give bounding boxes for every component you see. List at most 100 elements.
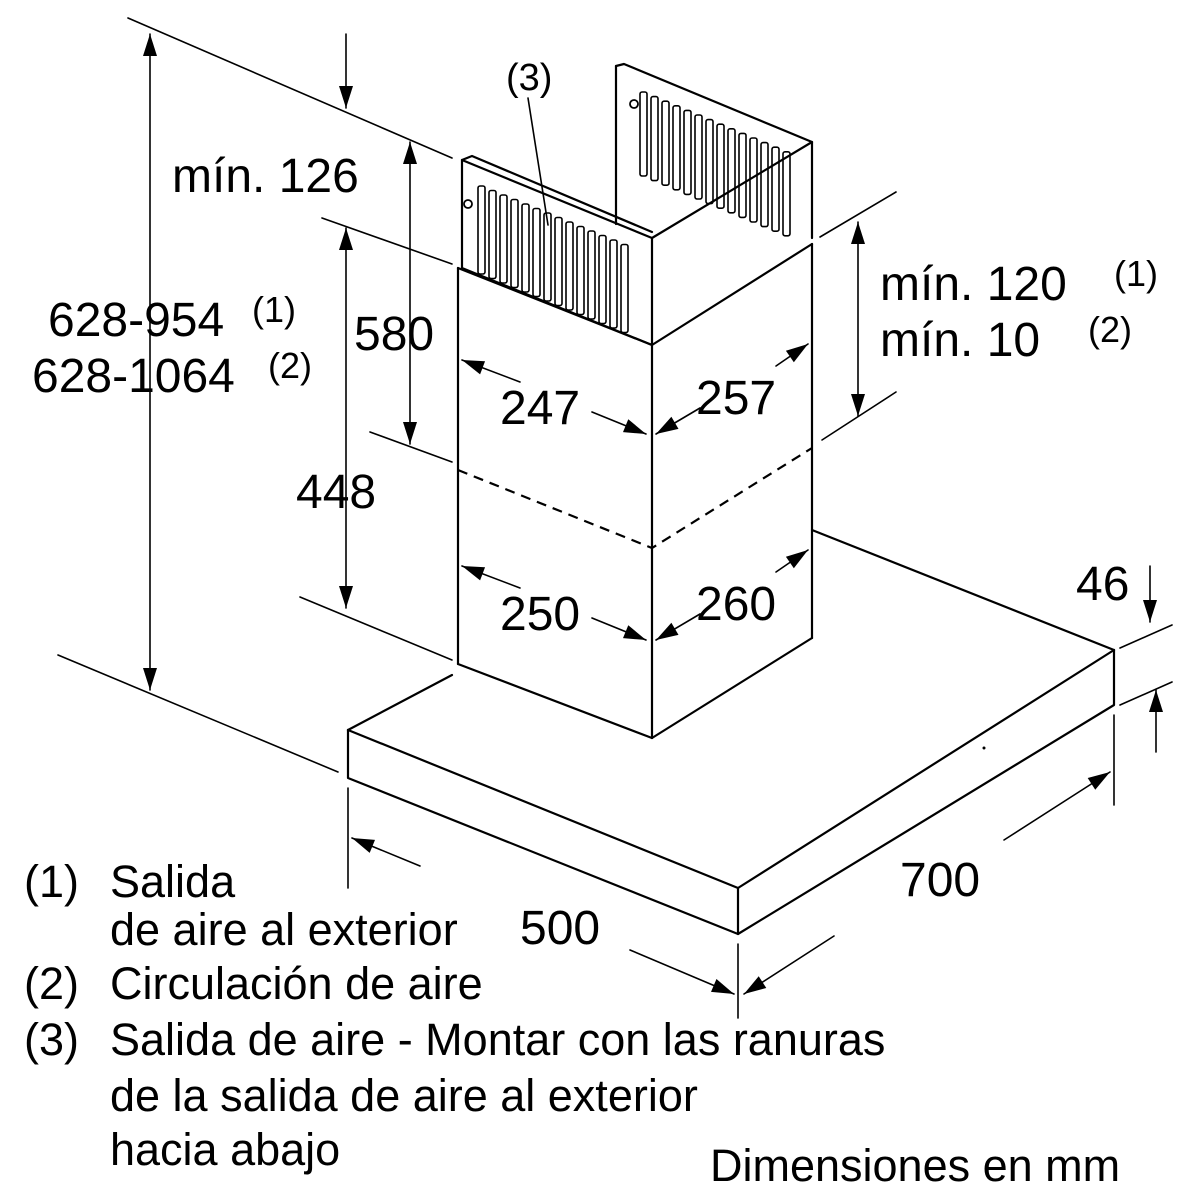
total-height-2-label: 628-1064 (32, 350, 235, 403)
part-3-leader (527, 97, 549, 226)
louvre-slot (716, 123, 725, 209)
dimension-arrows (143, 33, 1163, 995)
louvre-slot (609, 239, 618, 329)
lower-depth-arrow-left-arrowhead-end (656, 622, 679, 640)
canopy-thickness-arrow-bottom (1149, 689, 1163, 753)
gap-1-label: mín. 120 (880, 258, 1067, 311)
chimney-lower-arrow-arrowhead-start (339, 228, 353, 250)
lower-width-arrow-right (591, 617, 647, 641)
legend-1-line-1: Salida (110, 856, 236, 907)
canopy-depth-arrow-right-arrowhead-end (711, 978, 734, 994)
canopy-width-arrow-right (1003, 771, 1111, 841)
louvre-slot (639, 91, 648, 177)
total-height-1-label: 628-954 (48, 294, 224, 347)
lower-chimney (456, 242, 814, 740)
louvre-slot (749, 137, 758, 223)
louvre-slot (661, 100, 670, 186)
canopy-thickness-arrow-top-arrowhead-end (1143, 600, 1157, 622)
upper-chimney (460, 62, 814, 347)
upper-width-arrow-right-arrowhead-end (622, 419, 646, 434)
louvre-slot (488, 189, 497, 280)
louvre-slot (738, 132, 747, 219)
upper-depth-arrow-left (655, 407, 701, 435)
chimney-upper-arrow-arrowhead-start (403, 142, 417, 164)
chimney-upper-arrow-arrowhead-end (403, 422, 417, 444)
chimney-upper-label: 580 (354, 308, 434, 361)
legend-3-line-2: de la salida de aire al exterior (110, 1070, 698, 1121)
canopy-thickness-arrow-bottom-arrowhead-end (1149, 690, 1163, 712)
legend-1-line-2: de aire al exterior (110, 904, 458, 955)
louvre-slot (598, 234, 607, 325)
louvre-slot (587, 230, 596, 320)
gap-arrow (851, 221, 865, 417)
chimney-lower-arrow-arrowhead-end (339, 586, 353, 608)
total-height-arrow (143, 33, 157, 691)
louvre-slot (576, 225, 585, 316)
louvre-slot (727, 128, 736, 214)
lower-width-arrow-right-arrowhead-end (622, 625, 646, 640)
top-clearance-label: mín. 126 (172, 150, 359, 203)
louvre-slot (499, 194, 508, 284)
upper-width-arrow-left (461, 359, 521, 383)
canopy-depth-arrow-right (629, 949, 735, 995)
canopy-depth-arrow-left (351, 837, 421, 867)
legend-3-number: (3) (24, 1014, 79, 1065)
upper-width-arrow-right (591, 411, 647, 435)
units-note: Dimensiones en mm (710, 1140, 1121, 1191)
louvre-slot (532, 207, 541, 298)
canopy (346, 528, 1116, 1019)
gap-arrow-arrowhead-end (851, 394, 865, 416)
canopy-width-arrow-left (743, 935, 835, 995)
gap-2-ref: (2) (1088, 309, 1132, 350)
chimney-lower-arrow (339, 227, 353, 609)
louvre-slot (521, 203, 530, 293)
louvre-slot (543, 212, 552, 302)
louvre-slot (510, 198, 519, 289)
louvre-slot (477, 185, 486, 275)
top-clearance-arrow-arrowhead-end (339, 86, 353, 108)
legend-2-number: (2) (24, 958, 79, 1009)
louvres (477, 91, 791, 334)
dimension-labels: (3) mín. 126 628-954 (1) 628-1064 (2) 58… (32, 57, 1158, 955)
louvre-slot (760, 141, 769, 228)
louvre-slot (683, 109, 692, 196)
louvre-slot (620, 243, 629, 334)
lower-depth-arrow-right (775, 549, 809, 573)
chimney-lower-label: 448 (296, 466, 376, 519)
lower-depth-arrow-right-arrowhead-end (785, 550, 808, 569)
total-height-arrow-arrowhead-start (143, 34, 157, 56)
louvre-slot (554, 216, 563, 307)
total-height-1-ref: (1) (252, 289, 296, 330)
part-3-label: (3) (506, 57, 552, 99)
upper-width-arrow-left-arrowhead-end (462, 360, 486, 375)
legend-3-line-1: Salida de aire - Montar con las ranuras (110, 1014, 886, 1065)
upper-depth-label: 257 (696, 372, 776, 425)
upper-depth-arrow-right-arrowhead-end (785, 344, 808, 363)
lower-width-arrow-left-arrowhead-end (462, 566, 486, 581)
upper-depth-arrow-left-arrowhead-end (656, 416, 679, 434)
reference-lines (57, 17, 1173, 773)
gap-2-label: mín. 10 (880, 314, 1040, 367)
legend-3-line-3: hacia abajo (110, 1124, 341, 1175)
gap-arrow-arrowhead-start (851, 222, 865, 244)
legend-2-line-1: Circulación de aire (110, 958, 483, 1009)
legend-1-number: (1) (24, 856, 79, 907)
louvre-slot (771, 146, 780, 232)
louvre-slot (672, 105, 681, 191)
louvre-slot (565, 221, 574, 311)
canopy-thickness-arrow-top (1143, 565, 1157, 623)
total-height-2-ref: (2) (268, 345, 312, 386)
gap-1-ref: (1) (1114, 253, 1158, 294)
lower-width-label: 250 (500, 588, 580, 641)
total-height-arrow-arrowhead-end (143, 668, 157, 690)
louvre-slot (694, 114, 703, 200)
canopy-width-arrow-right-arrowhead-end (1087, 772, 1110, 790)
canopy-width-label: 700 (900, 854, 980, 907)
upper-width-label: 247 (500, 382, 580, 435)
lower-width-arrow-left (461, 565, 521, 589)
upper-depth-arrow-right (775, 343, 809, 367)
lower-depth-arrow-left (655, 613, 701, 641)
louvre-slot (650, 95, 659, 182)
chimney-upper-arrow (403, 141, 417, 445)
